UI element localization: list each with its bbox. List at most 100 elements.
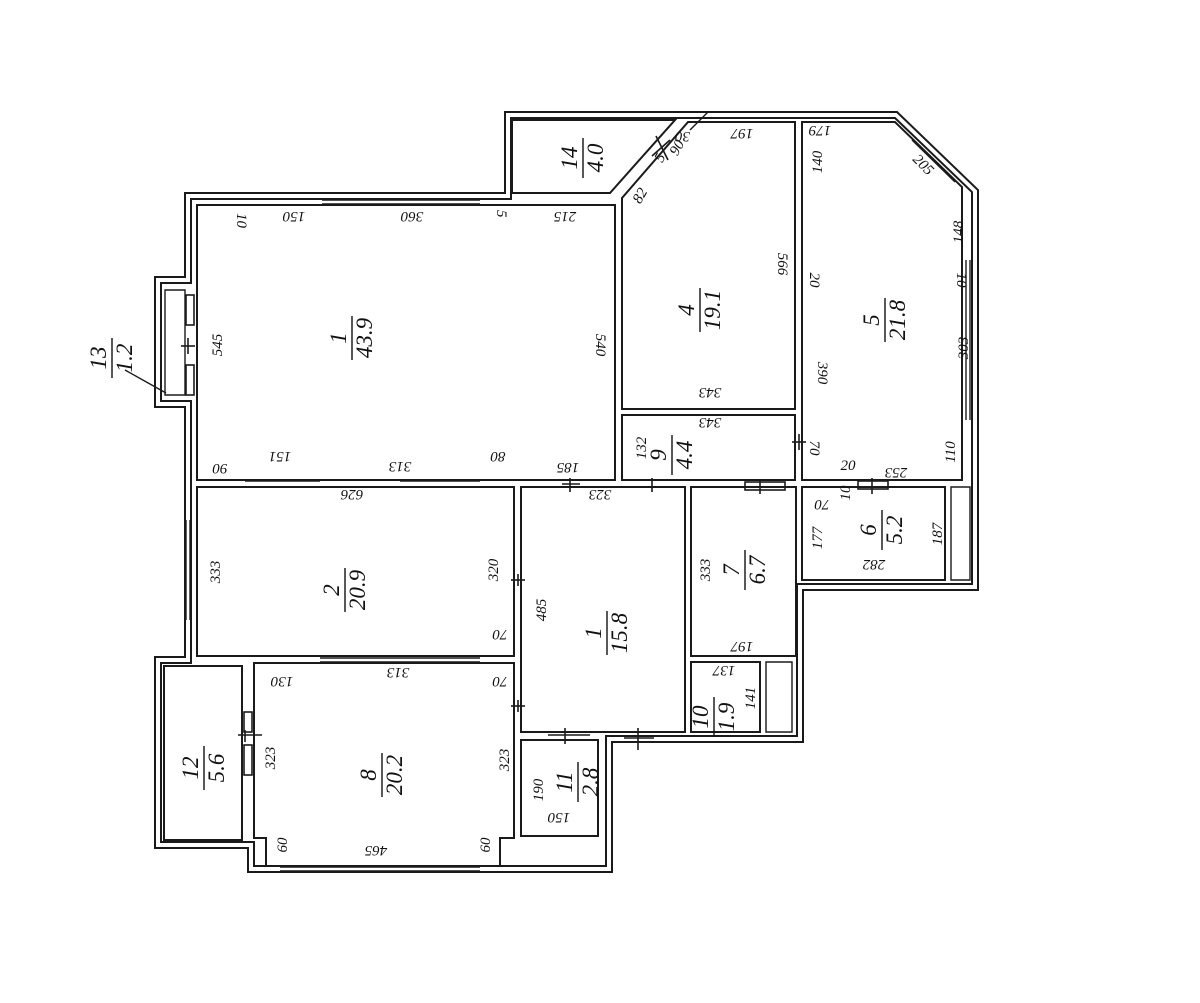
room-1-outline: [520, 486, 686, 733]
room-6-area: 5.2: [882, 516, 907, 545]
dim-r1-top: 323: [589, 486, 613, 502]
dim-r5-right-d: 110: [943, 441, 959, 463]
dim-r8-right: 323: [497, 749, 513, 773]
room-9-label: 9 4.4: [646, 435, 697, 475]
room-11-outline: [520, 739, 599, 837]
room-5-area: 21.8: [885, 299, 910, 340]
dim-r8-left: 323: [263, 747, 279, 771]
dim-r5-left-a: 140: [810, 150, 826, 173]
room-12-outline: [163, 665, 243, 841]
dim-r5-bot-a: 20: [841, 458, 857, 474]
room-12-label: 12 5.6: [178, 746, 229, 790]
dim-r7-bot: 197: [729, 638, 753, 654]
room-4-outline: [621, 121, 796, 410]
room-2-outline: [196, 486, 515, 657]
dim-r7-left: 333: [698, 559, 714, 583]
room-5-number: 5: [859, 314, 884, 326]
room-2-area: 20.9: [345, 569, 370, 610]
dim-r3-bot-b: 151: [269, 448, 292, 464]
room-10-outline: [690, 661, 761, 733]
room-4-number: 4: [674, 304, 699, 316]
dim-r10-top: 137: [711, 662, 735, 678]
room-7-number: 7: [719, 563, 744, 576]
room-12-area: 5.6: [204, 753, 229, 782]
dim-r11-left: 190: [531, 778, 547, 801]
windows: [185, 111, 971, 872]
dim-r8-top-a: 130: [270, 673, 293, 689]
room-14-outline: [511, 119, 678, 194]
room-7-label: 7 6.7: [719, 550, 770, 590]
room-10-area: 1.9: [714, 702, 739, 731]
dim-r1-left: 485: [534, 598, 550, 621]
dim-r4-top-a: 30: [675, 128, 692, 144]
dim-r4-bot: 343: [699, 384, 723, 400]
room-1-area: 15.8: [607, 612, 632, 653]
room-8-outline: [253, 662, 515, 867]
room-13-leader: [124, 369, 167, 394]
dim-r9-door: 70: [806, 441, 822, 457]
dim-r11-bot: 150: [547, 809, 570, 825]
dim-r3-top-d: 5: [493, 210, 509, 218]
dim-r6-bot: 282: [862, 556, 885, 572]
dim-r3-bot-c: 313: [389, 458, 413, 474]
dim-r5-diag: 205: [909, 152, 937, 180]
room-13-area: 1.2: [112, 344, 137, 373]
closet-outline: [950, 486, 971, 581]
dim-r9-top: 343: [699, 414, 723, 430]
room-1-number: 1: [581, 627, 606, 639]
dim-r4-top-b: 197: [729, 125, 753, 141]
room-2-label: 2 20.9: [319, 568, 370, 612]
dim-r8-top-c: 70: [492, 673, 508, 689]
room-6-number: 6: [856, 524, 881, 536]
room-7-outline: [690, 486, 797, 657]
dim-r5-left-b: 20: [806, 273, 822, 289]
dim-r6-right: 187: [930, 521, 946, 545]
dim-r3-top-e: 215: [553, 208, 576, 224]
room-12-number: 12: [178, 757, 203, 780]
room-11-label: 11 2.8: [552, 762, 603, 802]
dim-r10-right: 141: [743, 687, 759, 710]
room-1-label: 1 15.8: [581, 611, 632, 655]
dim-r3-left: 545: [210, 333, 226, 356]
room-13-outline: [164, 289, 186, 396]
dim-r3-top-c: 360: [400, 208, 424, 224]
room-14-number: 14: [557, 147, 582, 170]
room-10-number: 10: [688, 705, 713, 729]
dim-r3-top-b: 150: [282, 208, 305, 224]
room-14-label: 14 4.0: [557, 138, 608, 178]
room-10-label: 10 1.9: [688, 697, 739, 737]
room-13-label: 13 1.2: [86, 338, 137, 378]
dim-r6-left: 177: [810, 525, 826, 549]
dim-r8-bot-c: 60: [478, 837, 494, 853]
dim-r3-bot-d: 80: [490, 448, 506, 464]
doors: [181, 135, 889, 776]
dim-r9-left: 132: [634, 436, 650, 459]
room-14-area: 4.0: [583, 143, 608, 172]
dim-r5-right-c: 303: [956, 337, 972, 361]
room-8-area: 20.2: [382, 755, 407, 795]
room-3-outline: [196, 204, 616, 481]
room-9-area: 4.4: [672, 441, 697, 470]
dim-r4-diag-c: 82: [630, 185, 652, 206]
dim-r8-bot-a: 60: [275, 837, 291, 853]
room-6-label: 6 5.2: [856, 510, 907, 550]
dim-r5-right-a: 148: [951, 220, 967, 243]
outer-walls: [154, 111, 979, 873]
room-3-number: 1: [326, 332, 351, 344]
room-3-label: 1 43.9: [326, 316, 377, 360]
room-8-number: 8: [356, 769, 381, 781]
room-11-number: 11: [552, 771, 577, 792]
room-11-area: 2.8: [578, 767, 603, 796]
room-2-number: 2: [319, 584, 344, 596]
dim-r3-right: 540: [592, 334, 608, 357]
room-9-outline: [621, 414, 796, 481]
dim-r3-bot-a: 90: [212, 460, 228, 476]
dim-r8-bot-b: 465: [364, 842, 387, 858]
dim-r5-right-b: 10: [953, 273, 969, 289]
room-4-label: 4 19.1: [674, 288, 725, 332]
room-6-outline: [801, 486, 946, 581]
room-9-number: 9: [646, 449, 671, 461]
dim-r5-left-c: 390: [814, 361, 830, 385]
room-8-label: 8 20.2: [356, 753, 407, 797]
